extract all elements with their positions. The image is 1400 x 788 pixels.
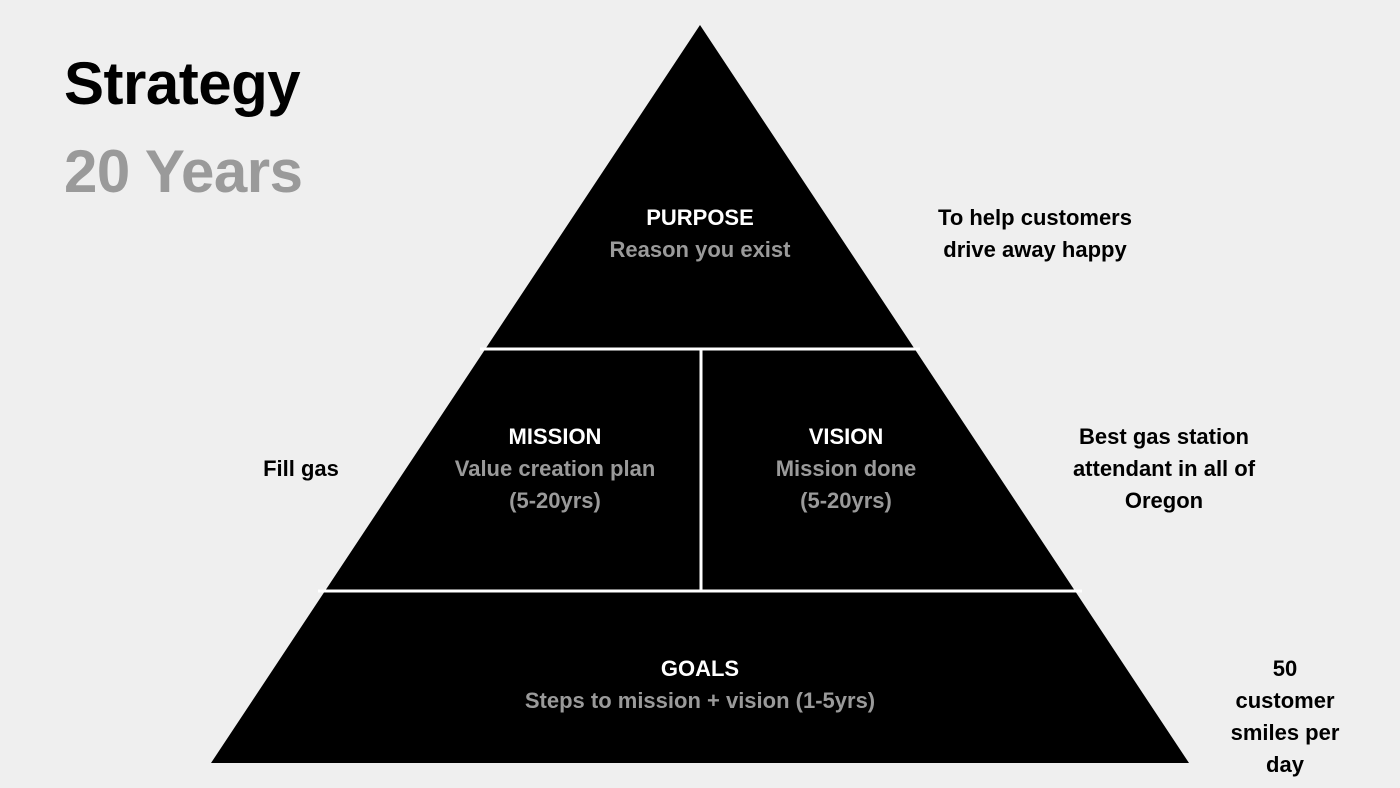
tier-vision: VISION Mission done (5-20yrs)	[776, 421, 917, 517]
tier-purpose: PURPOSE Reason you exist	[610, 202, 791, 266]
purpose-description: Reason you exist	[609, 237, 791, 262]
goals-heading: GOALS	[660, 656, 740, 681]
page-subtitle: 20 Years	[64, 138, 303, 205]
mission-timeframe: (5-20yrs)	[509, 488, 601, 513]
note-vision: Best gas station attendant in all of Ore…	[1072, 424, 1256, 513]
tier-mission: MISSION Value creation plan (5-20yrs)	[455, 421, 656, 517]
note-mission: Fill gas	[263, 456, 339, 481]
mission-heading: MISSION	[508, 424, 602, 449]
purpose-heading: PURPOSE	[646, 205, 754, 230]
mission-description: Value creation plan	[454, 456, 656, 481]
page-title: Strategy	[64, 50, 301, 117]
note-purpose: To help customers drive away happy	[938, 205, 1132, 262]
goals-description: Steps to mission + vision (1-5yrs)	[524, 688, 876, 713]
vision-description: Mission done	[775, 456, 917, 481]
vision-heading: VISION	[808, 424, 884, 449]
vision-timeframe: (5-20yrs)	[800, 488, 892, 513]
tier-goals: GOALS Steps to mission + vision (1-5yrs)	[525, 653, 875, 717]
note-goals: 50 customer smiles per day	[1230, 656, 1340, 777]
